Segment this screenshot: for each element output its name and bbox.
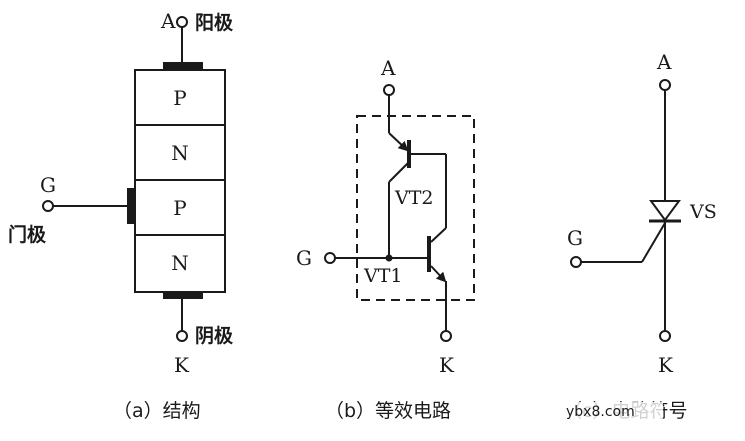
cathode-electrode — [163, 291, 203, 299]
caption-equivalent: （b）等效电路 — [325, 400, 451, 422]
symbol-label-a: A — [656, 50, 672, 74]
vt1-label: VT1 — [363, 265, 402, 287]
cathode-label: 阴极 — [195, 324, 234, 347]
vt1-collector — [430, 227, 447, 243]
anode-terminal — [383, 84, 395, 96]
symbol-panel — [570, 79, 681, 342]
anode-terminal — [176, 16, 188, 28]
cathode-terminal — [659, 330, 671, 342]
gate-label: 门极 — [8, 223, 47, 246]
structure-label-k: K — [174, 353, 190, 377]
cathode-terminal — [176, 330, 188, 342]
vs-label: VS — [689, 201, 717, 223]
layer-label: N — [171, 141, 189, 165]
structure-label-a: A — [160, 9, 176, 33]
equivalent-label-g: G — [296, 246, 312, 270]
vt2-label: VT2 — [394, 187, 433, 209]
equivalent-label-k: K — [439, 353, 455, 377]
cathode-terminal — [440, 330, 452, 342]
vt2-collector — [388, 161, 410, 183]
layer-label: P — [173, 86, 186, 110]
gate-terminal — [324, 252, 336, 264]
vt2-emitter — [388, 132, 409, 152]
anode-electrode — [163, 62, 203, 70]
gate-terminal — [570, 256, 582, 268]
equivalent-label-a: A — [380, 56, 396, 80]
watermark: ybx8.com — [566, 404, 635, 420]
diode-triangle — [649, 200, 681, 222]
equivalent-panel — [324, 84, 475, 342]
equivalent-boundary — [356, 115, 475, 301]
layer-label: P — [173, 196, 186, 220]
junction-dot — [385, 254, 393, 262]
structure-panel — [42, 16, 226, 342]
anode-terminal — [659, 79, 671, 91]
vt1-emitter — [430, 265, 447, 283]
symbol-label-k: K — [658, 353, 674, 377]
gate-diagonal — [641, 222, 666, 263]
symbol-label-g: G — [567, 226, 583, 250]
structure-label-g: G — [40, 173, 56, 197]
gate-electrode — [127, 188, 136, 224]
layer-label: N — [171, 251, 189, 275]
anode-label: 阳极 — [195, 11, 234, 34]
gate-terminal — [42, 200, 54, 212]
caption-structure: （a）结构 — [113, 400, 201, 422]
watermark-backdrop — [563, 402, 663, 420]
